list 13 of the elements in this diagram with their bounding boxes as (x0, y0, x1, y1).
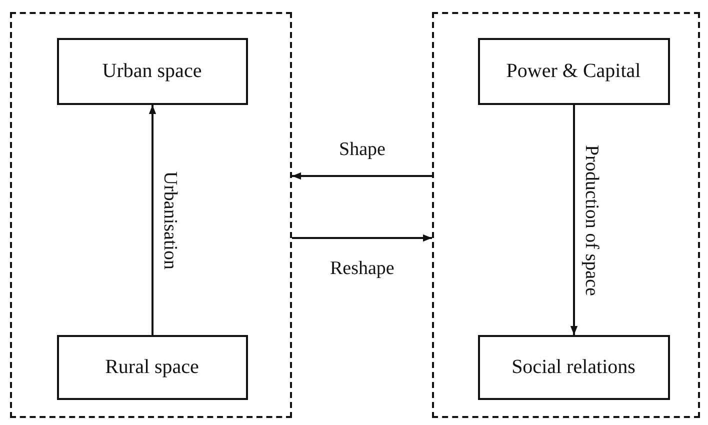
process-box: Urban space (56, 38, 248, 104)
arrow (292, 172, 432, 180)
process-box: Power & Capital (478, 38, 670, 104)
arrow (292, 234, 432, 242)
process-box: Rural space (56, 334, 248, 400)
edge-label: Shape (337, 140, 388, 160)
dashed-group-box (10, 12, 292, 418)
arrow (570, 105, 578, 335)
arrow (148, 105, 156, 335)
process-box: Social relations (478, 334, 670, 400)
edge-label: Reshape (328, 258, 396, 280)
edge-label: Production of space (580, 142, 600, 298)
dashed-group-box (432, 12, 700, 418)
